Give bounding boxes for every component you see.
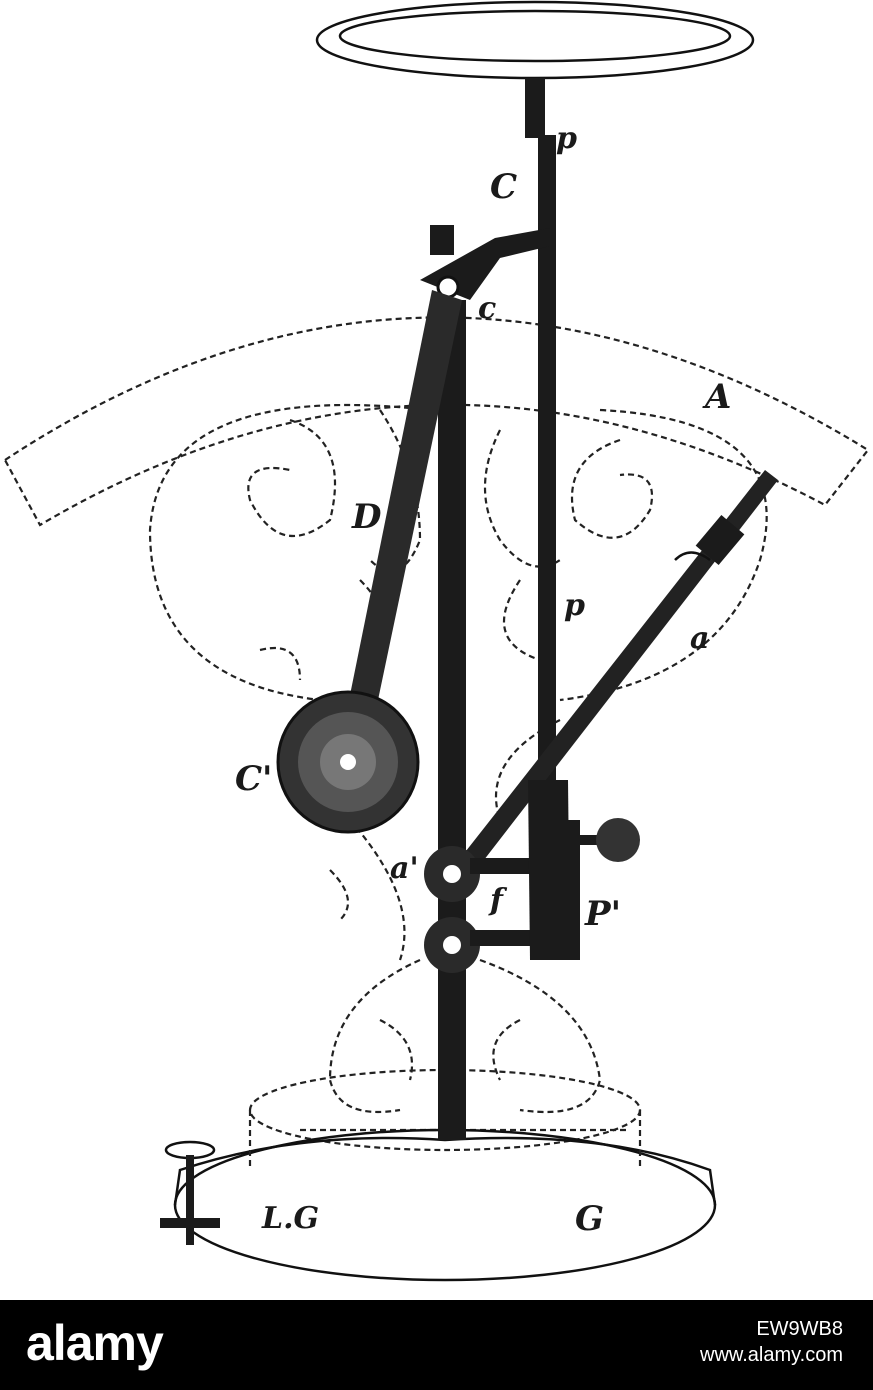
label-g: G <box>575 1199 604 1239</box>
label-p-mid: p <box>564 588 585 623</box>
label-c-top: C <box>490 167 517 207</box>
label-f: f <box>488 883 508 918</box>
engraving-diagram: C p c A D p a C' a' f P' L.G G <box>3 0 870 1282</box>
label-d-arm: D <box>351 497 382 537</box>
slider-block-p-prime <box>528 780 640 960</box>
label-a-prime: a' <box>390 851 419 886</box>
pendulum-arm-d <box>350 290 462 700</box>
label-a-pointer: a <box>690 621 709 656</box>
central-pillar <box>438 300 466 1140</box>
label-lg: L.G <box>261 1201 319 1236</box>
stock-image-id: EW9WB8 www.alamy.com <box>700 1316 843 1368</box>
watermark-bar: alamy EW9WB8 www.alamy.com <box>0 1300 873 1390</box>
knife-edge-c <box>420 225 550 300</box>
image-id-text: EW9WB8 <box>756 1318 843 1340</box>
dashed-scale-arc <box>3 316 870 527</box>
label-p-prime: P' <box>584 894 621 934</box>
weighing-pan <box>315 0 755 138</box>
site-url-text: www.alamy.com <box>700 1344 843 1366</box>
pivot-joints <box>424 846 560 973</box>
label-c-prime: C' <box>235 759 272 799</box>
pointer-arm-a <box>455 470 778 878</box>
label-c-small: c <box>478 291 496 326</box>
alamy-logo: alamy <box>26 1315 164 1371</box>
pendulum-weight <box>276 690 420 834</box>
label-a-scale: A <box>702 377 731 417</box>
pointer-sight <box>674 515 745 565</box>
levelling-screw <box>160 1140 220 1245</box>
label-p-top: p <box>556 121 577 156</box>
